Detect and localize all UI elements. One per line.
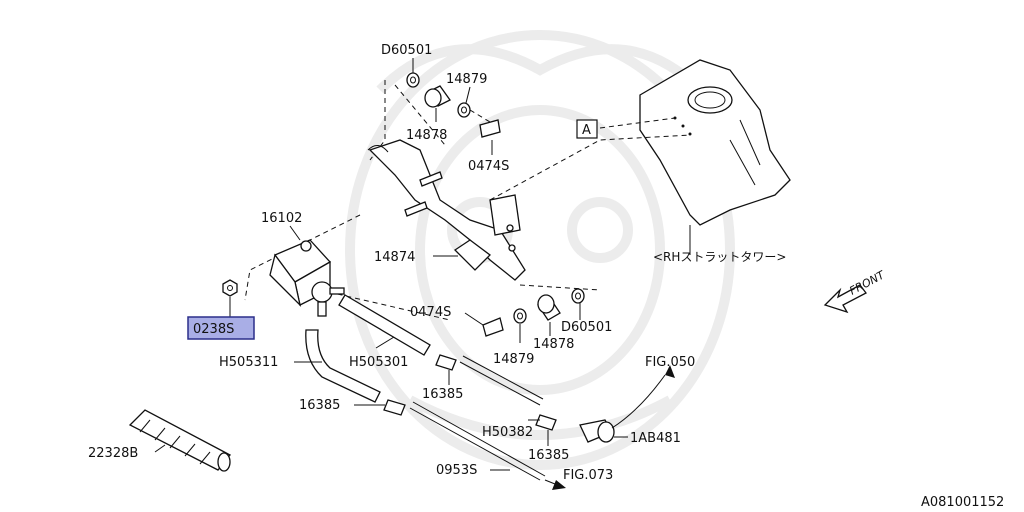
label-strut-tower: <RHストラットタワー> [653, 250, 786, 264]
label-0238s: 0238S [193, 322, 234, 337]
label-d60501-top: D60501 [381, 43, 432, 58]
label-22328b: 22328B [88, 446, 138, 461]
rh-strut-tower [639, 59, 791, 226]
fittings-16385 [383, 354, 557, 431]
solenoid-valve-16102 [269, 239, 345, 317]
bracket-14874 [367, 139, 526, 281]
label-14879-top: 14879 [446, 72, 487, 87]
label-0474s-mid: 0474S [410, 305, 451, 320]
label-front: FRONT [847, 268, 887, 298]
leader-lines [154, 58, 691, 471]
label-h50382: H50382 [482, 425, 533, 440]
label-fig050: FIG.050 [645, 355, 695, 370]
hoses [305, 294, 666, 481]
label-16385-c: 16385 [528, 448, 569, 463]
diagram-id: A081001152 [921, 495, 1004, 510]
label-14874: 14874 [374, 250, 415, 265]
label-0474s-top: 0474S [468, 159, 509, 174]
label-16102: 16102 [261, 211, 302, 226]
label-h505301: H505301 [349, 355, 408, 370]
label-14879-mid: 14879 [493, 352, 534, 367]
nut-0238s [222, 279, 238, 297]
ref-a-label: A [582, 123, 591, 138]
label-14878-top: 14878 [406, 128, 447, 143]
label-0953s: 0953S [436, 463, 477, 478]
front-arrow [823, 284, 867, 314]
label-d60501-mid: D60501 [561, 320, 612, 335]
figure-arrows [544, 365, 675, 490]
label-14878-mid: 14878 [533, 337, 574, 352]
mid-fasteners [482, 288, 585, 337]
label-16385-b: 16385 [299, 398, 340, 413]
label-1ab481: 1AB481 [630, 431, 681, 446]
part-labels: D60501 14879 14878 0474S 16102 14874 047… [88, 43, 1004, 510]
cover-22328b [128, 409, 231, 472]
reference-a-box: A [576, 119, 598, 139]
highlight-0238s-box [187, 316, 255, 340]
label-16385-a: 16385 [422, 387, 463, 402]
top-fasteners [406, 72, 501, 138]
label-fig073: FIG.073 [563, 468, 613, 483]
label-h505311: H505311 [219, 355, 278, 370]
